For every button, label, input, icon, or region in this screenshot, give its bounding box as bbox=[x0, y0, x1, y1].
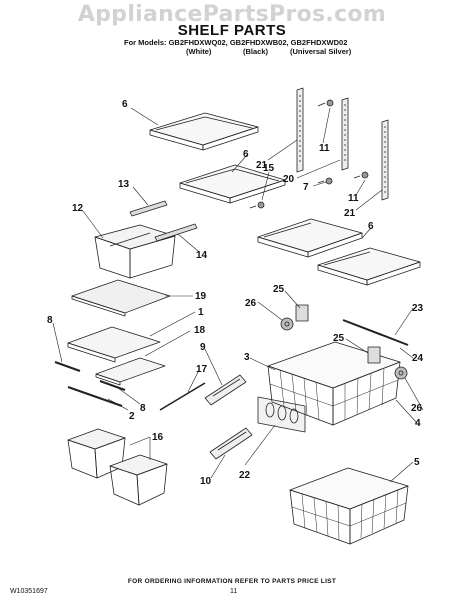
crisper-frame-part-1 bbox=[67, 326, 161, 363]
callout-15: 15 bbox=[263, 163, 275, 174]
callout-17: 17 bbox=[196, 364, 208, 375]
wheel-part-26-left bbox=[280, 317, 294, 331]
variant-black: (Black) bbox=[243, 47, 269, 56]
rod-part-17 bbox=[159, 382, 206, 411]
watermark: AppliancePartsPros.com bbox=[77, 2, 387, 27]
bracket-part-25-right bbox=[367, 346, 381, 364]
rail-part-21-right bbox=[381, 119, 389, 201]
slide-part-14 bbox=[154, 223, 198, 242]
strip-part-8-right bbox=[99, 380, 126, 391]
callout-3: 3 bbox=[244, 352, 250, 363]
callout-20: 20 bbox=[283, 174, 295, 185]
callout-16: 16 bbox=[152, 432, 164, 443]
callout-13: 13 bbox=[118, 179, 130, 190]
shelf-part-6-right-upper bbox=[257, 218, 363, 258]
shelf-part-6-top bbox=[149, 112, 259, 151]
callout-2: 2 bbox=[129, 411, 135, 422]
shelf-part-6-middle bbox=[179, 164, 286, 204]
screw-part-15 bbox=[249, 201, 265, 209]
glass-part-19 bbox=[71, 279, 171, 317]
callout-14: 14 bbox=[196, 250, 208, 261]
callout-25: 25 bbox=[333, 333, 345, 344]
callout-6: 6 bbox=[368, 221, 374, 232]
callout-24: 24 bbox=[412, 353, 424, 364]
divider-part-22 bbox=[257, 396, 306, 433]
callout-18: 18 bbox=[194, 325, 206, 336]
callout-5: 5 bbox=[414, 457, 420, 468]
screw-part-7 bbox=[317, 177, 333, 185]
callout-22: 22 bbox=[239, 470, 251, 481]
callout-12: 12 bbox=[72, 203, 84, 214]
callout-labels: 6 6 6 21 21 11 11 15 20 7 13 12 14 19 1 … bbox=[47, 99, 424, 487]
model-list: For Models: GB2FHDXWQ02, GB2FHDXWB02, GB… bbox=[124, 38, 348, 47]
strip-part-2 bbox=[67, 386, 123, 407]
page-title: SHELF PARTS bbox=[177, 22, 287, 39]
callout-6: 6 bbox=[243, 149, 249, 160]
shelf-part-6-right-lower bbox=[317, 247, 421, 286]
callout-23: 23 bbox=[412, 303, 424, 314]
callout-9: 9 bbox=[200, 342, 206, 353]
callout-25: 25 bbox=[273, 284, 285, 295]
screw-part-11-lower bbox=[353, 171, 369, 179]
slide-part-13 bbox=[129, 200, 168, 217]
strip-part-8-left bbox=[54, 361, 81, 372]
callout-21: 21 bbox=[256, 160, 268, 171]
bin-part-16-right bbox=[109, 454, 168, 506]
wheel-part-26-right bbox=[394, 366, 408, 380]
callout-26: 26 bbox=[411, 403, 423, 414]
callout-8: 8 bbox=[47, 315, 53, 326]
callout-11: 11 bbox=[348, 193, 359, 204]
page-number: 11 bbox=[230, 588, 238, 595]
callout-8: 8 bbox=[140, 403, 146, 414]
callout-4: 4 bbox=[415, 418, 421, 429]
callout-1: 1 bbox=[198, 307, 204, 318]
crisper-cover-part-18 bbox=[95, 357, 166, 386]
ordering-note: FOR ORDERING INFORMATION REFER TO PARTS … bbox=[127, 578, 337, 585]
callout-6: 6 bbox=[122, 99, 128, 110]
drawer-part-12 bbox=[94, 224, 176, 279]
screw-part-11-upper bbox=[317, 99, 334, 107]
bin-part-16-left bbox=[67, 428, 126, 479]
bracket-part-25-left bbox=[295, 304, 309, 322]
callout-19: 19 bbox=[195, 291, 207, 302]
rail-part-21-left bbox=[296, 87, 304, 173]
callout-10: 10 bbox=[200, 476, 212, 487]
document-number: W10351697 bbox=[10, 588, 48, 595]
callout-26: 26 bbox=[245, 298, 257, 309]
callout-21: 21 bbox=[344, 208, 356, 219]
basket-part-5 bbox=[289, 467, 409, 545]
leader-lines bbox=[52, 107, 424, 483]
variant-silver: (Universal Silver) bbox=[290, 47, 352, 56]
basket-part-4 bbox=[267, 341, 401, 426]
callout-7: 7 bbox=[303, 182, 309, 193]
variant-white: (White) bbox=[186, 47, 212, 56]
callout-11: 11 bbox=[319, 143, 330, 154]
rail-part-23 bbox=[342, 319, 409, 346]
divider-part-9 bbox=[204, 374, 247, 406]
rail-part-20 bbox=[341, 97, 349, 171]
divider-part-10 bbox=[209, 427, 253, 460]
